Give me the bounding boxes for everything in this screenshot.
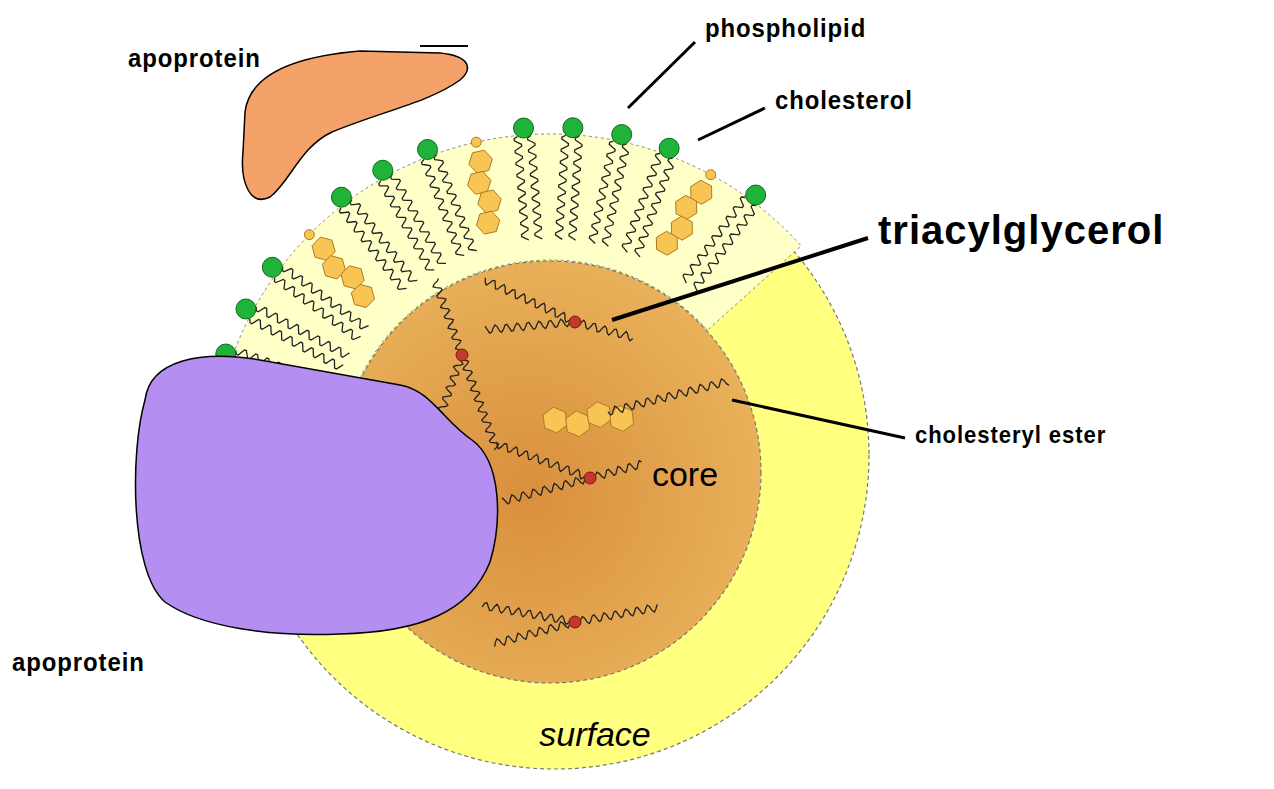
fatty-chain [683,197,745,283]
fatty-chain [236,350,335,388]
phospholipid-head [417,139,437,159]
sterol-ring [312,237,335,260]
fatty-chain [485,319,575,334]
apoprotein-orange [242,51,467,199]
fatty-chain [694,205,756,291]
fatty-chain [590,461,642,481]
sterol-ring [468,171,491,194]
phospholipid-head [659,138,679,158]
fatty-chain [603,144,629,247]
fatty-chain [495,619,575,647]
phospholipid-layer [212,134,801,465]
glycerol-dot [569,316,581,328]
fatty-chain [502,475,590,504]
fatty-chain [485,278,575,322]
fatty-chain [608,379,729,415]
fatty-chain [514,137,529,240]
fatty-chain [575,320,633,341]
region-label: core [652,455,718,494]
fatty-chain [459,355,498,450]
core-molecules [338,260,762,684]
sterol-ring [322,256,345,279]
glycerol-dot [456,349,468,361]
sterol-ring [676,195,697,219]
fatty-chain [569,136,582,240]
fatty-chain [379,181,435,270]
fatty-chain [274,278,360,340]
fatty-chain [589,141,615,244]
phospholipid-head [612,125,632,145]
fatty-chain [423,355,463,458]
sterol-ring [656,231,677,255]
surface-circle: surface core [240,140,870,770]
cholesterol-head [471,137,481,147]
phospholipid-head [236,299,256,319]
fatty-chain [282,267,368,329]
sterol-ring [469,150,492,173]
fatty-chain [434,155,477,251]
leader-line [628,42,695,108]
part-label: phospholipid [705,14,866,43]
sterol-ring [341,266,364,289]
fatty-chain [391,174,447,263]
core-circle: core [338,260,762,684]
sterol-ring [610,406,634,432]
part-label: apoprotein [128,44,261,73]
apoprotein-mark [420,45,468,47]
fatty-chain [497,442,590,479]
apoprotein-purple [135,356,497,634]
leader-line [612,238,868,320]
cholesterol-head [706,170,716,180]
sterol-ring [691,180,712,204]
fatty-chain [482,603,575,625]
fatty-chain [250,319,343,369]
leader-line [732,400,905,438]
part-label: cholesteryl ester [915,422,1106,448]
sterol-ring [351,284,374,307]
part-label: cholesterol [775,86,913,115]
phospholipid-head [373,160,393,180]
fatty-chain [635,158,673,257]
fatty-chain [339,208,406,290]
sterol-ring [543,407,567,433]
fatty-chain [528,136,543,240]
leader-line [698,108,765,140]
sterol-ring [476,211,499,234]
sterol-ring [566,411,590,437]
surface-lipids [216,118,766,401]
fatty-chain [256,307,349,357]
fatty-chain [433,279,465,356]
phospholipid-head [514,118,534,138]
sterol-ring [587,402,611,428]
part-label: triacylglycerol [878,208,1164,252]
phospholipid-head [563,118,583,138]
phospholipid-head [331,187,351,207]
pale-band [212,134,801,465]
sterol-ring [478,190,501,213]
fatty-chain [556,135,569,239]
phospholipid-head [216,344,236,364]
cholesterol-head [304,230,314,240]
phospholipid-head [262,257,282,277]
sterol-ring [671,216,692,240]
fatty-chain [622,154,660,253]
fatty-chain [350,200,417,282]
fatty-chain [231,363,330,401]
fatty-chain [422,159,465,255]
glycerol-dot [569,616,581,628]
fatty-chain [575,604,657,625]
region-label: surface [539,715,651,754]
part-label: apoprotein [12,648,145,677]
phospholipid-head [746,185,766,205]
glycerol-dot [584,472,596,484]
